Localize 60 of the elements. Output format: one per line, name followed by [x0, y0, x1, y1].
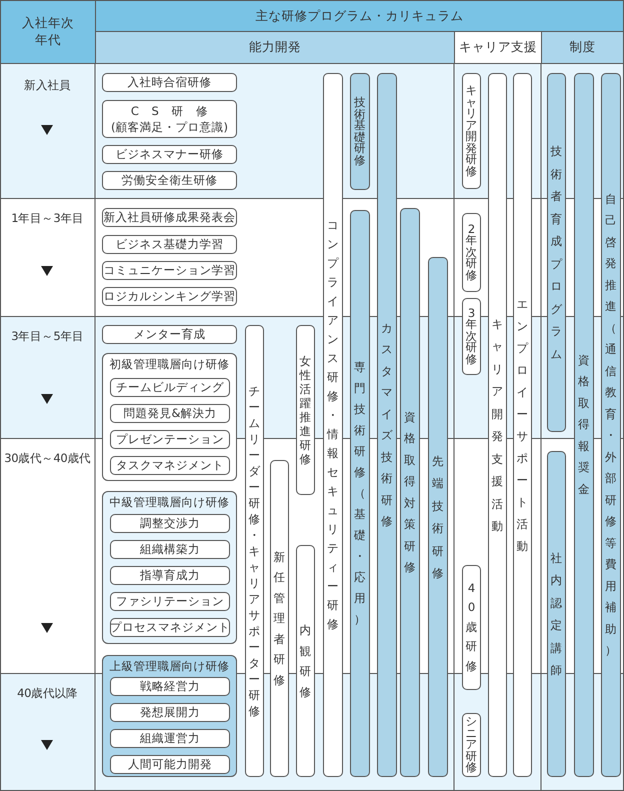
header-cell: 能力開発 [95, 31, 455, 64]
training-bar: 女性活躍推進研修 [296, 325, 315, 495]
group-heading: 上級管理職層向け研修 [108, 659, 230, 674]
training-bar: チームリーダー研修・キャリアサポーター研修 [245, 325, 264, 777]
header-cell: 主な研修プログラム・カリキュラム [95, 0, 624, 32]
training-bar: 3年次研修 [462, 298, 481, 375]
training-box: コミュニケーション学習 [102, 261, 237, 280]
training-group-box [102, 655, 237, 777]
training-box: プレゼンテーション [110, 430, 230, 449]
training-box: 人間可能力開発 [110, 755, 230, 774]
training-box: 問題発見&解決力 [110, 404, 230, 423]
training-group-box [102, 491, 237, 644]
training-box: タスクマネジメント [110, 456, 230, 475]
training-bar: 社内認定講師 [547, 451, 566, 777]
training-box [102, 100, 237, 138]
training-bar: 資格取得対策研修 [400, 208, 420, 777]
training-bar: エンプロイーサポート活動 [513, 73, 532, 777]
training-group-box [102, 353, 237, 481]
training-bar: コンプライアンス研修・情報セキュリティー研修 [323, 73, 343, 777]
training-bar: 技術基礎研修 [350, 73, 370, 190]
training-bar: キャリア開発研修 [462, 73, 481, 189]
training-box: ファシリテーション [110, 592, 230, 611]
training-bar: キャリア開発支援活動 [488, 73, 507, 777]
row-label: 新入社員 [23, 76, 72, 94]
training-box: 組織運営力 [110, 729, 230, 748]
training-box: 戦略経営力 [110, 677, 230, 696]
training-box: ビジネス基礎力学習 [102, 235, 237, 254]
training-box: ロジカルシンキング学習 [102, 287, 237, 306]
group-heading: 中級管理職層向け研修 [108, 495, 230, 510]
training-bar: 技術者育成プログラム [547, 73, 566, 432]
training-box: 入社時合宿研修 [102, 73, 237, 92]
training-box: 指導育成力 [110, 566, 230, 585]
header-cell: 入社年次年代 [0, 0, 96, 64]
training-box: ビジネスマナー研修 [102, 145, 237, 164]
training-box: 組織構築力 [110, 540, 230, 559]
training-bar: 専門技術研修（基礎・応用） [350, 210, 370, 777]
row-label: 30歳代～40歳代 [3, 450, 92, 466]
training-bar: 自己啓発推進（通信教育・外部研修等費用補助） [601, 73, 621, 777]
training-bar: 新任管理者研修 [270, 460, 289, 777]
training-bar: シニア研修 [462, 713, 481, 777]
training-bar: 2年次研修 [462, 213, 481, 292]
box-title: CS研修 [130, 103, 221, 119]
training-bar: 40歳研修 [462, 565, 481, 690]
box-subtitle: (顧客満足・プロ意識) [111, 119, 228, 135]
row-label: 3年目～5年目 [10, 328, 85, 344]
training-box: 発想展開力 [110, 703, 230, 722]
training-bar: カスタマイズ技術研修 [377, 73, 397, 777]
training-box: メンター育成 [102, 325, 237, 344]
training-box: 調整交渉力 [110, 514, 230, 533]
training-box: 新入社員研修成果発表会 [102, 208, 237, 227]
training-bar: 先端技術研修 [428, 257, 448, 777]
training-bar: 資格取得報奨金 [574, 73, 594, 777]
training-box: チームビルディング [110, 378, 230, 397]
training-box: 労働安全衛生研修 [102, 171, 237, 190]
row-label: 40歳代以降 [16, 684, 79, 702]
header-cell: 制度 [541, 31, 624, 64]
group-heading: 初級管理職層向け研修 [108, 357, 230, 372]
row-label: 1年目～3年目 [10, 210, 85, 226]
training-bar: 内観研修 [296, 545, 315, 777]
training-box: プロセスマネジメント [110, 618, 230, 637]
